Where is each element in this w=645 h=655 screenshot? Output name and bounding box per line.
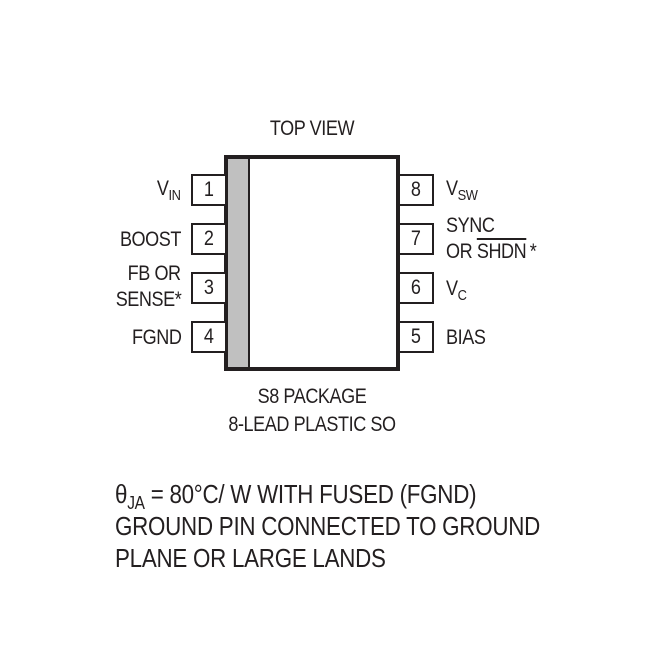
pin-8-label: VSW xyxy=(446,177,478,204)
pin-7-label-line2: OR SHDN* xyxy=(446,240,537,263)
package-description: 8-LEAD PLASTIC SO xyxy=(228,413,396,436)
package-name: S8 PACKAGE xyxy=(257,385,367,408)
pin-1-label: VIN xyxy=(157,177,181,204)
pin-4-label: FGND xyxy=(131,326,182,349)
pin-2-label: BOOST xyxy=(119,228,182,251)
pin-1: 1 xyxy=(191,174,225,206)
shdn-overline-text: SHDN xyxy=(476,240,527,263)
pin-4: 4 xyxy=(191,321,225,353)
pin-7-label-line1: SYNC xyxy=(446,214,495,237)
pin-5-label: BIAS xyxy=(446,326,486,349)
pin-8: 8 xyxy=(400,174,434,206)
thermal-note-line1: θJA = 80°C/ W WITH FUSED (FGND) xyxy=(115,479,477,513)
thermal-note-line2: GROUND PIN CONNECTED TO GROUND xyxy=(115,511,541,541)
ic-package-body xyxy=(224,155,400,371)
pin1-marker-strip xyxy=(228,159,250,367)
pin-3: 3 xyxy=(191,272,225,304)
pin-5: 5 xyxy=(400,321,434,353)
pin-2: 2 xyxy=(191,223,225,255)
pin-3-label-line2: SENSE* xyxy=(115,288,181,311)
thermal-note-line3: PLANE OR LARGE LANDS xyxy=(115,543,386,573)
diagram-title: TOP VIEW xyxy=(269,117,355,140)
pin-6-label: VC xyxy=(446,277,467,304)
pin-7: 7 xyxy=(400,223,434,255)
pin-6: 6 xyxy=(400,272,434,304)
pin-3-label-line1: FB OR xyxy=(127,262,181,285)
